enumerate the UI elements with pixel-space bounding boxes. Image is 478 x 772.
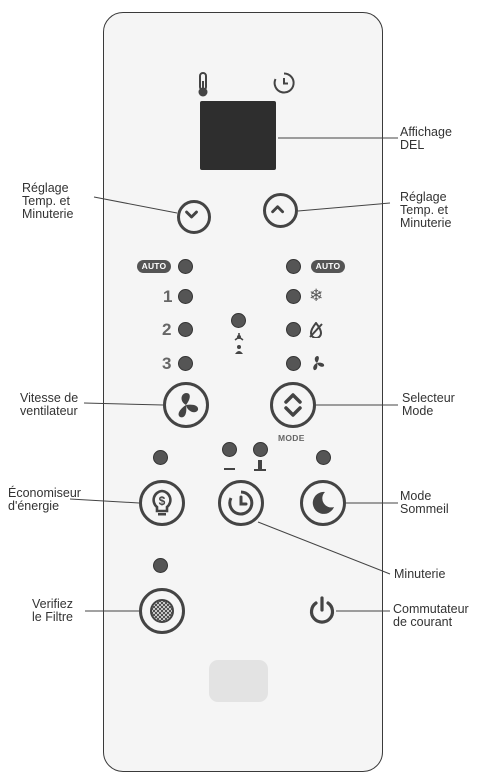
mode-button-label: MODE <box>278 433 305 443</box>
filter-icon <box>150 599 174 623</box>
callout-mode-selector: Selecteur Mode <box>402 391 455 418</box>
mode-selector-button[interactable] <box>270 382 316 428</box>
energy-saver-button[interactable]: $ <box>139 480 185 526</box>
chevron-up-icon <box>271 205 285 214</box>
power-icon <box>309 596 335 624</box>
led-display <box>200 101 276 170</box>
callout-timer: Minuterie <box>394 567 446 581</box>
fan-speed-2-label: 2 <box>162 320 172 339</box>
dry-icon <box>309 322 323 338</box>
fan-icon <box>313 356 325 371</box>
mode-cool-led <box>286 289 301 304</box>
timer-button[interactable] <box>218 480 264 526</box>
callout-check-filter: Verifiez le Filtre <box>32 597 73 624</box>
energy-saver-led <box>153 450 168 465</box>
callout-lines <box>69 137 398 612</box>
clock-icon <box>273 72 295 94</box>
fan-speed-3-label: 3 <box>162 354 172 373</box>
callout-power-switch: Commutateur de courant <box>393 602 469 629</box>
moon-star-icon <box>312 491 334 514</box>
fan-speed-2-led <box>178 322 193 337</box>
callout-led-display: Affichage DEL <box>400 125 452 152</box>
timer-off-mark <box>224 468 235 470</box>
sleep-mode-button[interactable] <box>300 480 346 526</box>
chevron-down-icon <box>185 210 198 219</box>
fan-speed-1-led <box>178 289 193 304</box>
fan-auto-badge: AUTO <box>137 260 171 273</box>
fan-speed-1-label: 1 <box>163 287 173 306</box>
dollar-bulb-icon: $ <box>152 489 172 516</box>
mode-fan-led <box>286 356 301 371</box>
timer-off-led <box>222 442 237 457</box>
fan-speed-3-led <box>178 356 193 371</box>
power-button[interactable] <box>306 595 338 627</box>
mode-auto-badge: AUTO <box>311 260 345 273</box>
callout-energy-saver: Économiseur d'énergie <box>8 486 81 513</box>
clock-icon <box>228 490 254 516</box>
callout-fan-speed: Vitesse de ventilateur <box>20 391 79 418</box>
thermometer-icon <box>198 72 208 97</box>
sleep-led <box>316 450 331 465</box>
up-down-icon <box>284 393 302 417</box>
ir-sensor-window <box>209 660 268 702</box>
check-filter-button[interactable] <box>139 588 185 634</box>
temp-timer-down-button[interactable] <box>177 200 211 234</box>
timer-on-led <box>253 442 268 457</box>
svg-text:$: $ <box>159 494 166 508</box>
callout-sleep-mode: Mode Sommeil <box>400 489 449 516</box>
fan-person-icon <box>234 333 244 354</box>
temp-timer-up-button[interactable] <box>263 193 298 228</box>
mode-dry-led <box>286 322 301 337</box>
fan-speed-button[interactable] <box>163 382 209 428</box>
callout-temp-timer-down: Réglage Temp. et Minuterie <box>22 181 74 221</box>
fan-auto-led <box>178 259 193 274</box>
fan-icon <box>178 393 199 418</box>
mode-auto-led <box>286 259 301 274</box>
callout-temp-timer-up: Réglage Temp. et Minuterie <box>400 190 452 230</box>
check-filter-led <box>153 558 168 573</box>
timer-on-mark <box>254 460 266 471</box>
follow-me-led <box>231 313 246 328</box>
snowflake-icon: ❄ <box>309 286 324 305</box>
